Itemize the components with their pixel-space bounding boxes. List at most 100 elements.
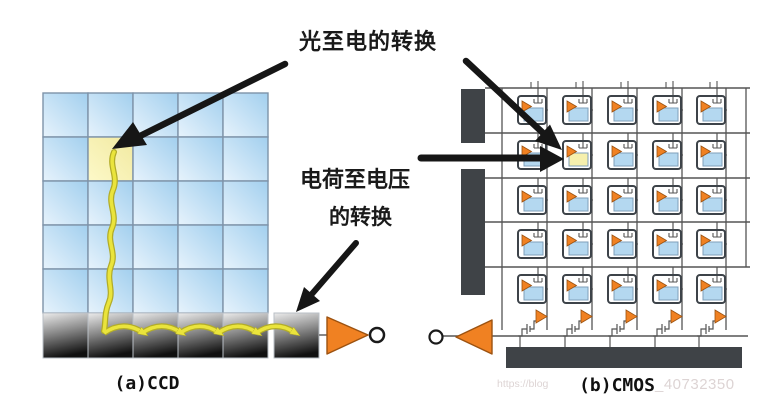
ccd-shift-register-cell [222,312,269,359]
ccd-photosite [177,136,224,182]
column-select-wire [563,320,582,337]
pixel-amplifier-triangle [656,145,668,158]
cmos-pixel [696,267,727,304]
photodiode [702,286,723,301]
ccd-photosite-grid [42,92,269,314]
pixel-amplifier-triangle [611,234,623,247]
cmos-pixel [562,178,593,215]
pixel-amplifier-triangle [656,190,668,203]
pixel-transistor-icon [623,97,633,104]
cmos-column-select-row [443,309,748,347]
ccd-photosite [42,136,89,182]
cmos-pixel [652,267,683,304]
column-select-triangle [535,309,548,324]
arrow-charge-to-ccd [296,240,359,312]
pixel-amplifier-triangle [611,190,623,203]
ccd-photosite [42,180,89,226]
watermark-left: https://blog [497,378,549,390]
column-select-wire [608,320,627,337]
amplifier-triangle [326,316,369,355]
photodiode [568,286,589,301]
pixel-amplifier-triangle [611,145,623,158]
photodiode [658,197,679,212]
pixel-transistor-icon [533,276,543,283]
pixel-amplifier-triangle [700,234,712,247]
cmos-pixel [696,88,727,125]
pixel-transistor-icon [712,276,722,283]
column-select-triangle [670,309,683,324]
pixel-transistor-icon [533,187,543,194]
output-node [428,329,444,345]
amplifier-triangle [455,319,493,355]
pixel-amplifier-triangle [566,234,578,247]
photodiode [613,286,634,301]
ccd-photosite [132,268,179,314]
photodiode [658,107,679,122]
arrow-head [112,122,147,149]
output-node [368,326,386,344]
photodiode [523,197,544,212]
cmos-output-amplifier [428,319,493,355]
column-select-circuit [697,309,727,347]
ccd-photosite [222,268,269,314]
photodiode [613,107,634,122]
cmos-sensor [428,81,750,368]
pixel-transistor-icon [712,142,722,149]
column-select-wire [518,320,537,337]
photodiode [568,107,589,122]
watermark-right: _40732350 [655,376,735,393]
charge-path-arrow [103,324,142,333]
caption-ccd: (a)CCD [114,373,180,394]
pixel-transistor-icon [712,231,722,238]
cmos-pixel [652,222,683,259]
photodiode [658,286,679,301]
arrow-charge-to-cmos [417,146,564,172]
photodiode [613,241,634,256]
pixel-transistor-icon [668,97,678,104]
pixel-transistor-icon [668,187,678,194]
pixel-transistor-icon [623,187,633,194]
ccd-shift-register-cell [42,312,89,359]
pixel-amplifier-triangle [521,234,533,247]
charge-path-arrow [255,324,294,333]
arrow-head [296,287,320,312]
column-select-wire [697,320,716,337]
pixel-transistor-icon [578,231,588,238]
ccd-photosite [177,180,224,226]
ccd-sensor [42,92,386,359]
ccd-output-cell-rect [273,312,320,359]
ccd-photosite [42,92,89,138]
pixel-amplifier-triangle [521,190,533,203]
pixel-transistor-icon [623,142,633,149]
pixel-transistor-icon [533,142,543,149]
label-light-to-electric: 光至电的转换 [299,30,438,55]
cmos-pixel [696,133,727,170]
ccd-photosite [132,180,179,226]
photodiode [568,197,589,212]
photodiode [568,241,589,256]
label-charge-to-voltage-line2: 的转换 [329,205,392,229]
cmos-pixel [652,178,683,215]
pixel-amplifier-triangle [700,145,712,158]
cmos-readout-bar [506,347,742,368]
pixel-amplifier-triangle [521,100,533,113]
charge-path-arrow [217,324,256,333]
charge-path-arrow [141,324,180,333]
pixel-amplifier-triangle [656,234,668,247]
pixel-transistor-icon [668,276,678,283]
annotation-arrows [112,57,564,312]
charge-path [102,150,117,333]
pixel-transistor-icon [712,187,722,194]
ccd-shift-register-cell [87,312,134,359]
arrow-shaft [308,240,359,298]
ccd-photosite [42,268,89,314]
pixel-amplifier-triangle [521,145,533,158]
ccd-photosite [222,180,269,226]
cmos-pixel [607,133,638,170]
pixel-transistor-icon [578,187,588,194]
pixel-transistor-icon [578,142,588,149]
caption-cmos: (b)CMOS [579,375,655,396]
pixel-amplifier-triangle [656,279,668,292]
